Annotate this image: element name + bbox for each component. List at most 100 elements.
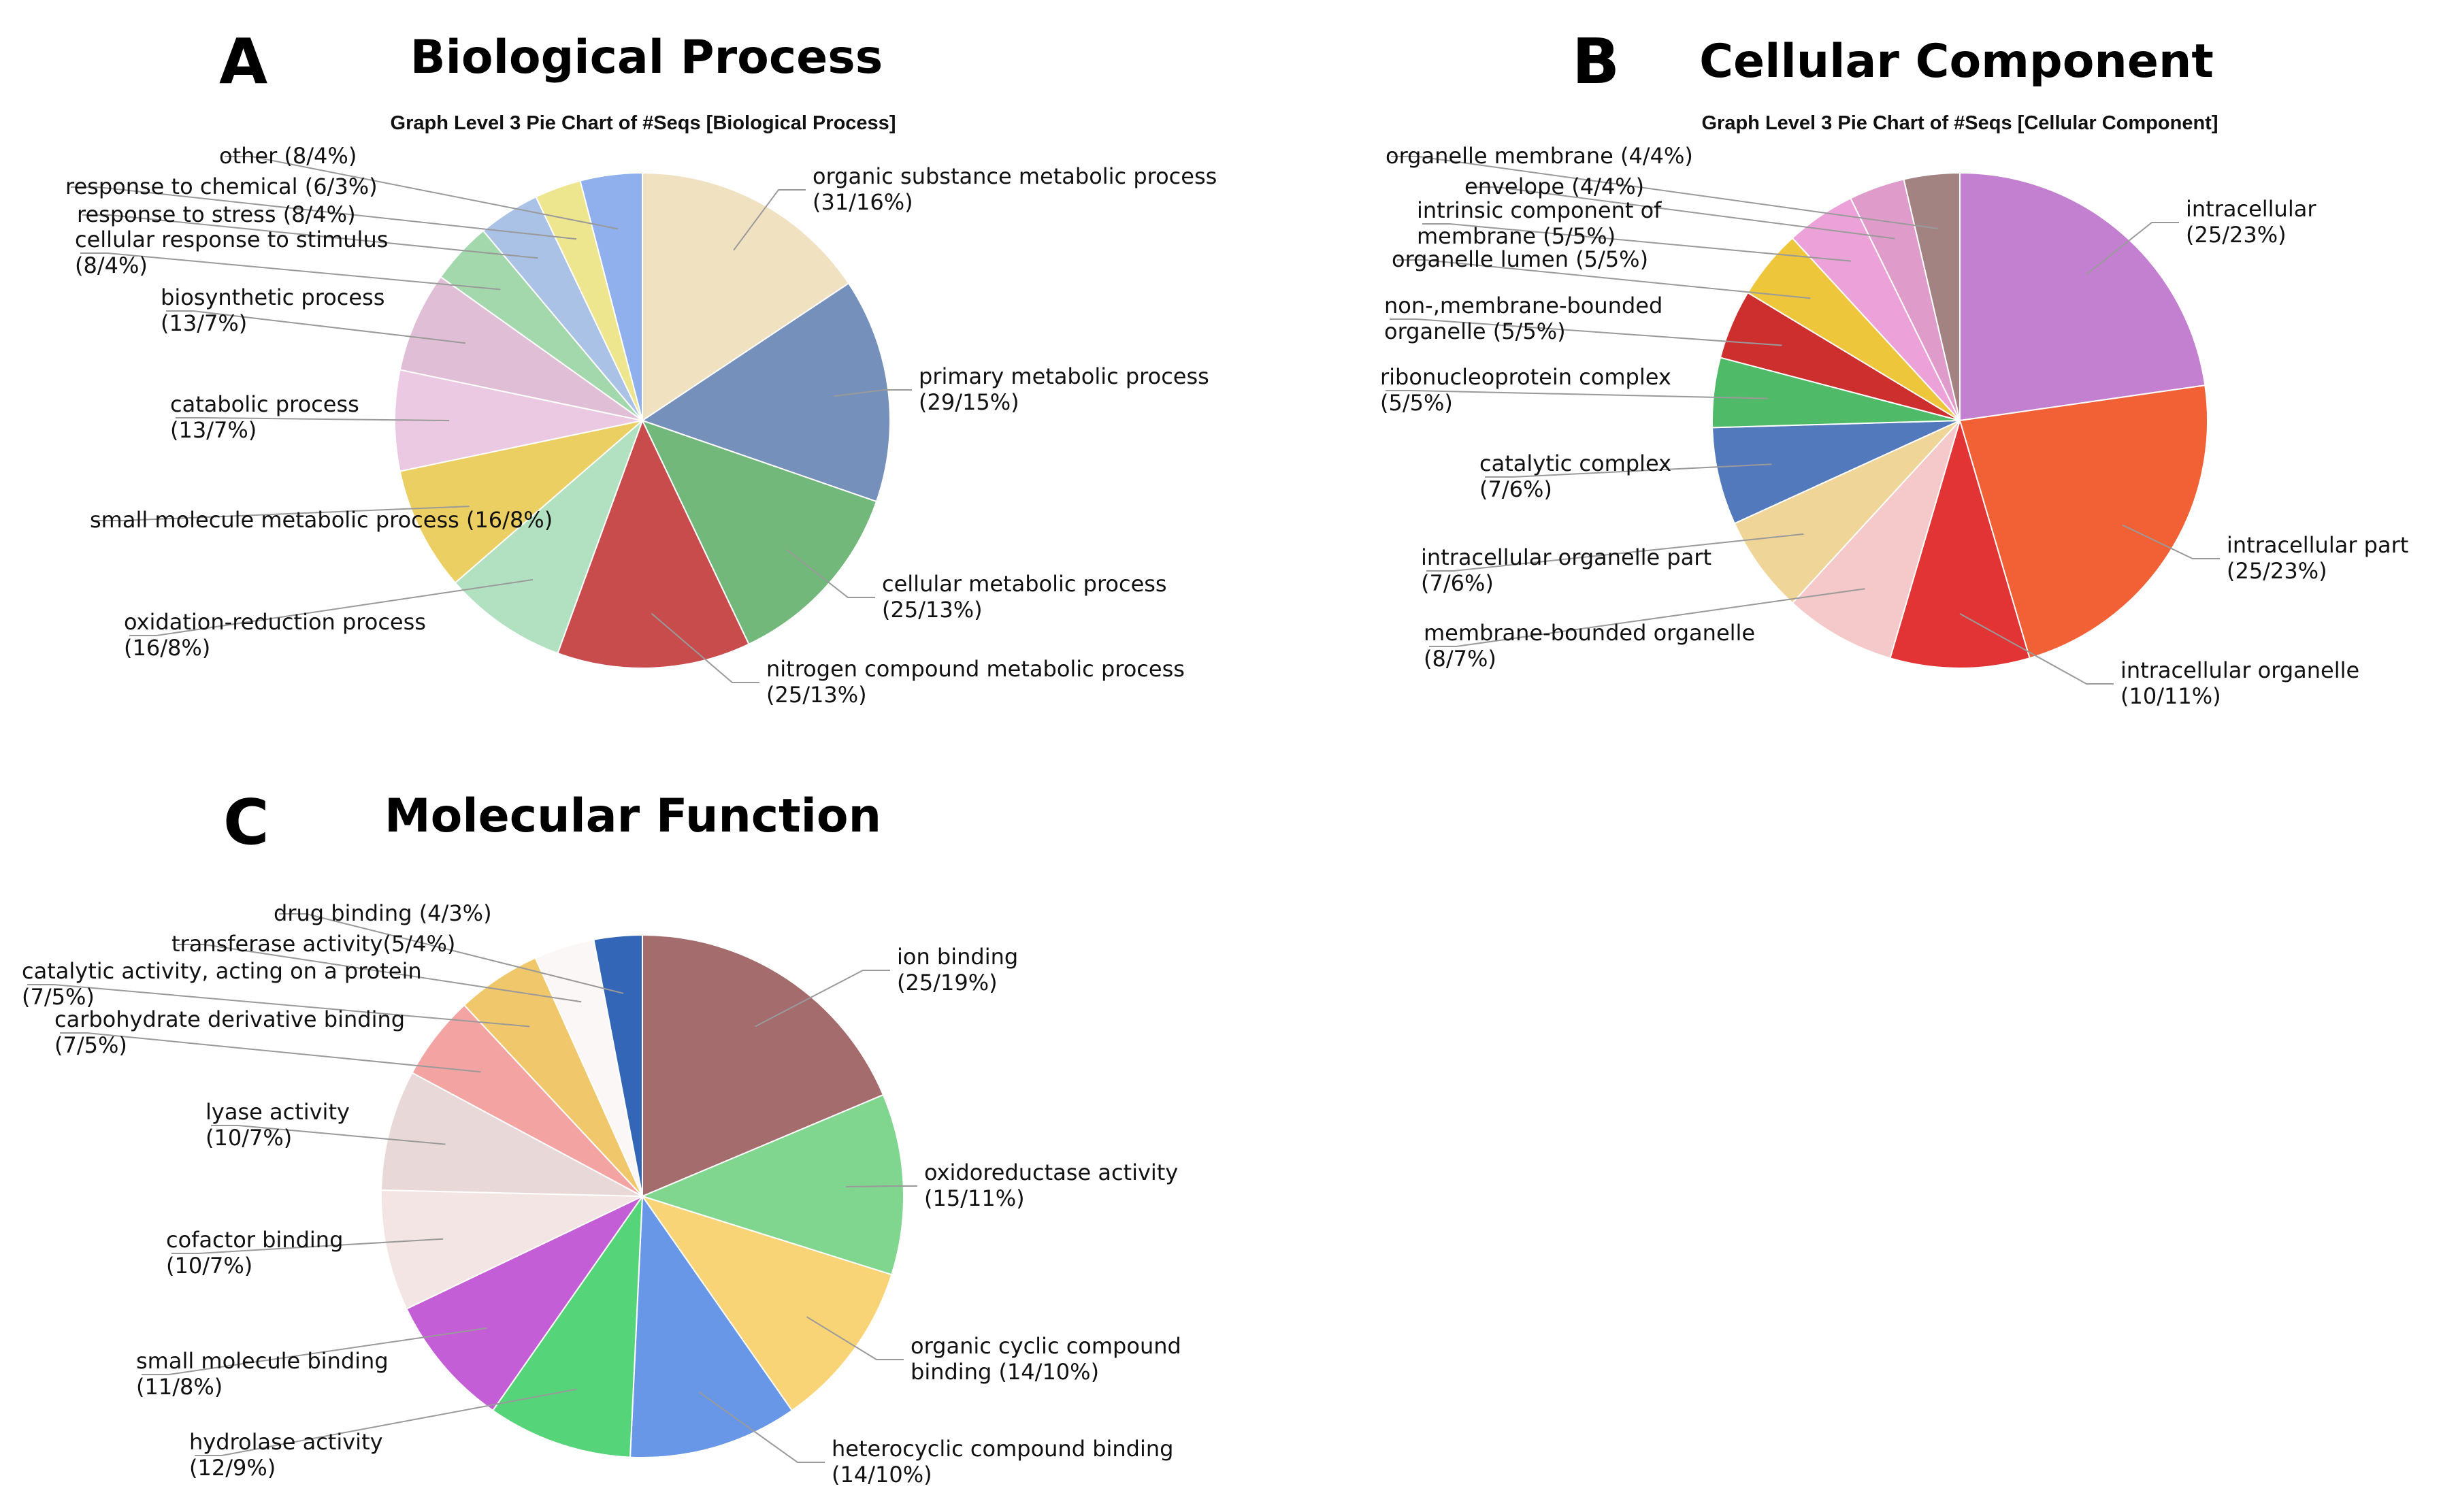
leader-line-10 — [1422, 223, 1851, 262]
pie-slices — [380, 934, 904, 1458]
slice-label-name: catabolic process — [170, 391, 359, 417]
pie-slice-1 — [642, 934, 885, 1198]
leader-line-11 — [177, 944, 582, 1003]
pie-slice-3 — [640, 1195, 893, 1412]
leader-line-11 — [71, 186, 577, 240]
pie-slice-12 — [593, 934, 643, 1197]
slice-label-5: oxidation-reduction process(16/8%) — [124, 609, 426, 661]
slice-label-name: cofactor binding — [166, 1227, 343, 1253]
slice-label-value: (25/23%) — [2227, 558, 2327, 584]
slice-label-value: (14/10%) — [832, 1462, 932, 1488]
pie-slice-4 — [629, 1194, 793, 1458]
slice-label-8: lyase activity(10/7%) — [206, 1099, 350, 1151]
pie-slice-3 — [641, 419, 878, 646]
slice-label-10: catalytic activity, acting on a protein(… — [22, 958, 422, 1010]
pie-slice-4 — [1791, 420, 1961, 659]
leader-line-4 — [651, 612, 759, 683]
slice-label-value: (25/13%) — [766, 682, 867, 708]
slice-label-name: response to stress (8/4%) — [77, 201, 356, 227]
slice-label-name: intracellular organelle — [2120, 657, 2359, 683]
slice-label-5: intracellular organelle part(7/6%) — [1421, 544, 1711, 596]
leader-line-12 — [1391, 156, 1938, 229]
leader-line-1 — [2086, 222, 2179, 276]
leader-line-5 — [1426, 533, 1804, 572]
slice-label-name: intrinsic component of — [1417, 197, 1662, 223]
slice-label-name: organic substance metabolic process — [813, 163, 1217, 189]
slice-label-value: (13/7%) — [161, 310, 247, 336]
slice-label-9: cellular response to stimulus(8/4%) — [75, 227, 388, 278]
slice-label-name: ion binding — [897, 944, 1018, 970]
slice-label-5: hydrolase activity(12/9%) — [189, 1429, 383, 1481]
slice-label-4: membrane-bounded organelle(8/7%) — [1424, 620, 1755, 672]
pie-slice-2 — [1959, 384, 2208, 659]
slice-label-name: other (8/4%) — [219, 143, 357, 169]
panel-a-letter: A — [219, 25, 267, 98]
slice-label-value: binding (14/10%) — [911, 1359, 1099, 1385]
slice-label-name: small molecule metabolic process (16/8%) — [90, 507, 553, 533]
slice-label-1: ion binding(25/19%) — [897, 944, 1018, 996]
slice-label-name: organelle lumen (5/5%) — [1392, 246, 1648, 272]
panel-c-pie: ion binding(25/19%) oxidoreductase activi… — [22, 900, 1181, 1488]
slice-label-name: oxidoreductase activity — [924, 1160, 1178, 1185]
slice-label-1: organic substance metabolic process(31/1… — [813, 163, 1217, 215]
leader-lines — [71, 156, 912, 683]
pie-slices — [1711, 171, 2208, 670]
slice-label-2: primary metabolic process(29/15%) — [919, 363, 1209, 415]
slice-label-name: catalytic activity, acting on a protein — [22, 958, 422, 984]
leader-line-9 — [1397, 259, 1811, 299]
slice-label-name: catalytic complex — [1479, 450, 1671, 476]
leader-line-10 — [27, 984, 530, 1028]
panel-b-title: Cellular Component — [1699, 35, 2214, 88]
leader-line-3 — [806, 1316, 904, 1360]
slice-label-6: small molecule binding(11/8%) — [136, 1348, 389, 1400]
slice-label-value: (10/7%) — [206, 1125, 292, 1151]
panel-b-pie: intracellular(25/23%)intracellular part(… — [1380, 143, 2408, 709]
slice-label-value: organelle (5/5%) — [1384, 318, 1566, 344]
slice-label-name: nitrogen compound metabolic process — [766, 656, 1185, 682]
slice-label-value: (15/11%) — [924, 1185, 1025, 1211]
slice-label-12: drug binding (4/3%) — [274, 900, 492, 926]
panel-a-subtitle: Graph Level 3 Pie Chart of #Seqs [Biolog… — [391, 112, 896, 134]
slice-label-value: (31/16%) — [813, 189, 913, 215]
leader-line-8 — [1390, 318, 1782, 346]
leader-line-8 — [166, 310, 466, 344]
panel-a-title: Biological Process — [410, 31, 883, 84]
pie-slice-8 — [380, 1072, 643, 1197]
pie-slice-7 — [380, 1189, 643, 1310]
slice-label-2: intracellular part(25/23%) — [2227, 532, 2408, 584]
slice-label-value: (10/7%) — [166, 1253, 252, 1279]
slice-label-4: heterocyclic compound binding(14/10%) — [832, 1436, 1173, 1488]
slice-label-value: (25/23%) — [2186, 222, 2287, 248]
leader-line-3 — [1959, 613, 2114, 685]
panel-b-subtitle: Graph Level 3 Pie Chart of #Seqs [Cellul… — [1702, 112, 2218, 134]
leader-line-4 — [698, 1391, 825, 1463]
slice-label-8: biosynthetic process(13/7%) — [161, 284, 384, 336]
slice-label-value: (12/9%) — [189, 1455, 276, 1481]
slice-labels: intracellular(25/23%)intracellular part(… — [1380, 143, 2408, 709]
pie-slice-2 — [640, 1094, 904, 1276]
leader-line-2 — [846, 1185, 917, 1187]
panel-c-letter: C — [223, 786, 269, 859]
slice-label-name: heterocyclic compound binding — [832, 1436, 1173, 1462]
slice-label-4: nitrogen compound metabolic process(25/1… — [766, 656, 1185, 708]
slice-label-6: catalytic complex(7/6%) — [1479, 450, 1671, 502]
leader-line-9 — [80, 252, 501, 291]
slice-label-name: intracellular organelle part — [1421, 544, 1711, 570]
leader-line-6 — [1485, 463, 1772, 478]
slice-label-9: carbohydrate derivative binding(7/5%) — [54, 1006, 405, 1058]
leader-line-6 — [142, 1327, 487, 1375]
panel-a: A Biological Process Graph Level 3 Pie C… — [65, 25, 1217, 708]
leader-line-7 — [1386, 390, 1768, 399]
slice-label-name: lyase activity — [206, 1099, 350, 1125]
leader-line-12 — [279, 913, 624, 994]
panel-b-letter: B — [1572, 25, 1620, 98]
leader-line-4 — [1429, 588, 1865, 647]
slice-labels: ion binding(25/19%) oxidoreductase activi… — [22, 900, 1181, 1488]
slice-label-name: biosynthetic process — [161, 284, 384, 310]
pie-slice-6 — [399, 419, 645, 584]
slice-label-value: (11/8%) — [136, 1374, 223, 1400]
